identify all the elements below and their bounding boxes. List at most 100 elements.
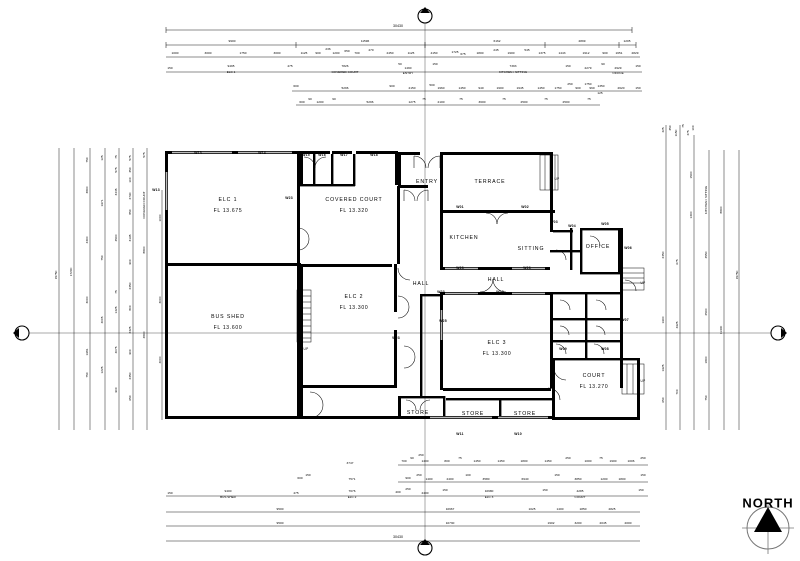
dimension-text: 2620 [617, 86, 625, 90]
dimension-text: 90 [410, 456, 414, 460]
dimension-text: 11400 [719, 325, 723, 335]
dimension-text: 75 [599, 456, 603, 460]
dimension-text: 250 [405, 487, 411, 491]
dimension-text: 470 [368, 48, 374, 52]
window-tag: W17 [340, 153, 348, 157]
dimension-text: 17200 [69, 267, 73, 277]
dimension-text: 90 [308, 97, 312, 101]
walls [165, 151, 640, 420]
stair-direction-label: UP [640, 379, 646, 383]
dimension-text: 1971 [100, 199, 104, 207]
dimension-text: 940 [478, 86, 484, 90]
dimension-text: 5296 [366, 100, 374, 104]
dimension-text: 3580 [482, 477, 490, 481]
dimension-text: 1850 [579, 507, 587, 511]
dimension-text: 9500 [276, 521, 284, 525]
window-tag: W01 [456, 205, 464, 209]
dimension-text: 9900 [228, 39, 236, 43]
dimension-text: ENTRY [402, 71, 414, 75]
dimension-text: 1000 [171, 51, 179, 55]
dimension-text: 650 [661, 397, 665, 403]
room-floor-level: FL 13.320 [339, 207, 369, 214]
dimension-text: 650 [344, 49, 350, 53]
dimension-lines [58, 29, 740, 542]
stair-right-upper [621, 267, 645, 291]
dimension-text: 75 [544, 97, 548, 101]
dimension-text: 1490 [404, 66, 412, 70]
dimension-text: ELC 1 [226, 70, 236, 74]
window-tag: W08 [601, 347, 609, 351]
dimension-text: 1800 [704, 356, 708, 364]
dimension-text: 150 [542, 488, 548, 492]
dimension-text: 1400 [421, 459, 429, 463]
dimension-text: 1450 [473, 459, 481, 463]
dimension-text: 3747 [346, 461, 354, 465]
dimension-text: 1000 [158, 214, 162, 222]
dimension-text: 1750 [239, 51, 247, 55]
room-label: STORE [461, 411, 485, 417]
dimension-text: 700 [401, 459, 407, 463]
dimension-text: 150 [432, 62, 438, 66]
dimension-text: 125 [597, 91, 603, 95]
window-tag: W06 [624, 246, 632, 250]
dimension-text: 1400 [556, 507, 564, 511]
dimension-text: 1800 [520, 459, 528, 463]
room-label: STORE [406, 410, 430, 416]
dimension-text: 5296 [341, 86, 349, 90]
dimension-text: 236 [325, 47, 331, 51]
window-tag: W13 [152, 188, 160, 192]
stair-terrace [539, 154, 559, 191]
dimension-text: 1400 [425, 477, 433, 481]
dimension-text: 750 [85, 157, 89, 163]
dimension-text: 400 [395, 490, 401, 494]
grid-lines [22, 16, 778, 548]
dimension-text: 600 [293, 84, 299, 88]
dimension-text: COURT [574, 495, 586, 499]
dimension-text: 3600 [478, 100, 486, 104]
dimension-text: 2929 [614, 66, 622, 70]
dimension-text: 150 [305, 473, 311, 477]
window-tag: W25 [439, 319, 447, 323]
north-label: NORTH [742, 495, 794, 511]
dimension-text: 4300 [85, 236, 89, 244]
dimension-text: 700 [675, 389, 679, 395]
door-swings [297, 155, 637, 419]
dimension-text: 4800 [142, 331, 146, 339]
dimension-text: 4005 [100, 316, 104, 324]
dimension-text: 3445 [114, 188, 118, 196]
dimension-text: 2400 [421, 491, 429, 495]
dimension-text: 10967 [445, 507, 455, 511]
dimension-text: 750 [704, 395, 708, 401]
room-label: SITTING [517, 246, 545, 252]
dimension-text: 10730 [445, 521, 455, 525]
dimension-text: 1960 [437, 86, 445, 90]
dimension-text: 750 [85, 372, 89, 378]
dimension-text: 3850 [574, 477, 582, 481]
dimension-text: 150 [565, 64, 571, 68]
dimension-text: KITCHEN / SITTING [704, 185, 708, 215]
dimension-text: 1425 [114, 306, 118, 314]
dimension-text: 100 [691, 125, 695, 131]
dimension-text: 1750 [554, 86, 562, 90]
window-tag: W15 [302, 153, 310, 157]
dimension-text: 150 [640, 473, 646, 477]
dimension-text: 900 [128, 259, 132, 265]
window-tag: W02 [521, 205, 529, 209]
dimension-text: 1900 [609, 459, 617, 463]
dimension-text: 11596 [360, 39, 370, 43]
dimension-text: 2450 [386, 51, 394, 55]
window-tag: W14 [258, 151, 266, 155]
dimension-text: 150 [167, 66, 173, 70]
dimension-text: 1900 [496, 86, 504, 90]
dimension-text: 1125 [300, 51, 308, 55]
room-label: HALL [412, 281, 430, 287]
dimension-text: 100 [128, 177, 132, 183]
dimension-text: 7393 [509, 64, 517, 68]
dimension-text: 75 [587, 97, 591, 101]
dimension-text: 1902 [547, 521, 555, 525]
dimension-text: 1443 [558, 51, 566, 55]
dimension-text: 1150 [674, 129, 678, 137]
window-tag: W09 [559, 347, 567, 351]
